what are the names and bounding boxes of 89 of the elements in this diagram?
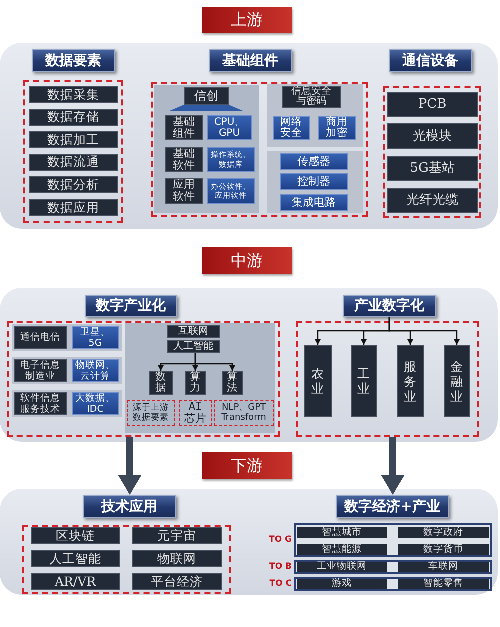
item-box: 智慧城市	[297, 527, 387, 538]
item-box: 信创	[184, 87, 229, 105]
row-label: TO C	[268, 578, 292, 591]
category-header: 数据要素	[32, 49, 115, 72]
item-box: AR/VR	[31, 573, 120, 590]
item-box: 人工智能	[31, 550, 120, 567]
item-box: 集成电路	[280, 194, 348, 211]
item-box: 通信电信	[14, 326, 67, 349]
item-box: 智能零售	[398, 579, 489, 589]
item-box: 工业	[351, 345, 377, 417]
item-box: 平台经济	[132, 573, 222, 590]
item-box: 互联网	[167, 325, 220, 338]
dashed-frame	[22, 525, 231, 594]
item-box: 人工智能	[167, 340, 220, 353]
item-box: 5G基站	[387, 156, 478, 181]
category-header: 产业数字化	[343, 295, 436, 317]
item-box: 车联网	[398, 562, 489, 572]
item-box: 数据加工	[29, 131, 118, 148]
group-frame	[294, 523, 492, 557]
item-box: 工业物联网	[297, 562, 387, 572]
group-panel	[12, 390, 122, 417]
item-box: 光模块	[387, 123, 478, 149]
item-box: 软件信息服务技术	[14, 392, 67, 415]
item-box: 数据分析	[29, 176, 118, 194]
dashed-note-box: AI芯片	[179, 400, 212, 426]
dashed-note-box: 源于上游数据要素	[127, 400, 175, 426]
section-panel	[0, 288, 498, 442]
item-box: 元宇宙	[132, 527, 222, 544]
item-box: 光纤光缆	[387, 188, 478, 213]
dashed-frame	[296, 321, 479, 437]
item-box: 服务业	[397, 345, 424, 417]
category-header: 数字经济+产业	[336, 495, 449, 518]
group-frame	[294, 560, 492, 574]
item-box: 控制器	[280, 173, 348, 190]
dashed-note-box: NLP、GPT Transform	[214, 400, 274, 426]
row-label: TO G	[268, 534, 292, 547]
item-box: 数据应用	[29, 199, 118, 216]
item-box: 数据流通	[29, 154, 118, 171]
section-banner: 中游	[202, 247, 292, 274]
item-box: 农业	[304, 345, 332, 417]
group-panel	[267, 84, 363, 147]
category-header: 通信设备	[389, 49, 472, 72]
item-box: 数据采集	[29, 86, 118, 103]
category-header: 基础组件	[209, 49, 292, 72]
section-banner: 上游	[202, 7, 292, 33]
group-panel	[267, 151, 363, 213]
section-panel	[0, 43, 498, 229]
section-panel	[0, 489, 498, 595]
item-box: 数字货币	[398, 544, 489, 555]
item-box: 大数据、IDC	[72, 392, 119, 415]
item-box: 区块链	[31, 527, 120, 544]
item-box: 物联网	[132, 550, 222, 567]
item-box: 网络安全	[273, 116, 310, 140]
row-label: TO B	[268, 561, 292, 574]
group-panel	[154, 85, 259, 213]
item-box: CPU、GPU	[207, 115, 252, 140]
item-box: 物联网、云计算	[72, 359, 119, 382]
item-box: 卫星、5G	[72, 326, 119, 349]
item-box: 信息安全与密码	[282, 86, 341, 108]
category-header: 技术应用	[83, 495, 176, 518]
group-frame	[294, 577, 492, 591]
section-banner: 下游	[202, 452, 292, 479]
group-panel	[125, 323, 275, 433]
item-box: 应用软件	[165, 178, 203, 204]
item-box: 算法	[222, 371, 243, 395]
item-box: 数据存储	[29, 108, 118, 126]
item-box: 游戏	[297, 579, 387, 589]
dashed-frame	[23, 80, 123, 223]
group-panel	[12, 357, 122, 384]
item-box: 智慧能源	[297, 544, 387, 555]
arrow	[388, 317, 460, 345]
category-header: 数字产业化	[85, 295, 177, 317]
dashed-frame	[151, 82, 368, 217]
item-box: 商用加密	[318, 116, 356, 140]
item-box: 电子信息制造业	[14, 359, 67, 382]
item-box: 金融业	[444, 345, 470, 417]
item-box: 数据	[149, 371, 173, 395]
item-box: 数字政府	[398, 527, 489, 538]
block-arrow	[381, 437, 405, 495]
block-arrow	[118, 437, 142, 495]
item-box: 算力	[185, 371, 206, 395]
item-box: PCB	[387, 92, 478, 117]
arrow	[194, 353, 236, 371]
dashed-frame	[7, 321, 280, 437]
item-box: 基础组件	[165, 115, 203, 140]
dashed-frame	[383, 86, 481, 218]
item-box: 传感器	[280, 153, 348, 170]
group-panel	[12, 324, 122, 351]
item-box: 基础软件	[165, 147, 203, 172]
